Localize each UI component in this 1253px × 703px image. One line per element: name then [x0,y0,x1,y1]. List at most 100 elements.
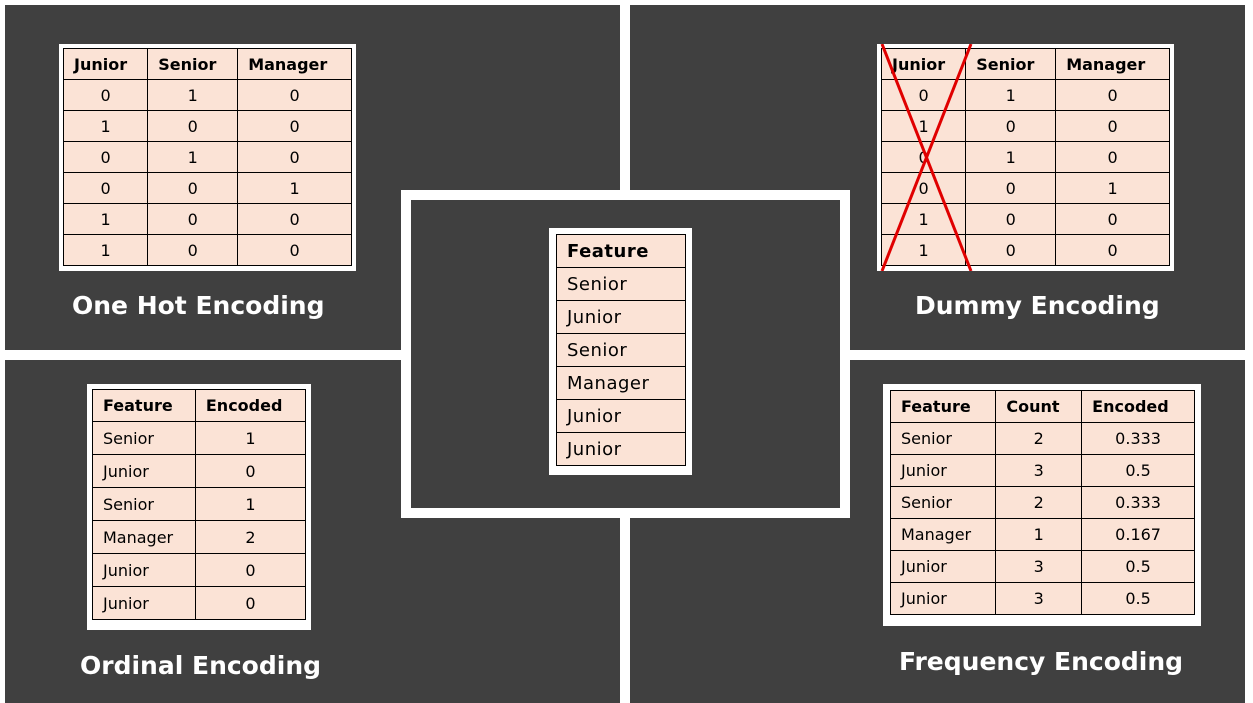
table-cell: 0 [1055,234,1170,266]
table-cell: 1 [62,234,149,266]
table-cell: Junior [92,454,196,488]
table-cell: 0 [194,553,307,587]
table-cell: 1 [62,203,149,235]
table-cell: 2 [995,422,1083,455]
table-cell: 0 [147,110,239,142]
ordinal-header-row: Feature Encoded [92,389,307,422]
table-cell: Senior [889,422,997,455]
table-cell: 1 [880,110,967,142]
table-cell: 0 [62,172,149,204]
table-cell: 1 [194,487,307,521]
table-cell: 1 [1055,172,1170,204]
table-cell: 2 [194,520,307,554]
table-header: Senior [147,48,239,80]
cross-line-2 [880,44,973,271]
table-cell: 0 [147,234,239,266]
table-cell: Junior [92,553,196,587]
feature-table-frame: Feature Senior Junior Senior Manager Jun… [549,228,692,475]
table-cell: 0 [147,172,239,204]
table-cell: 0 [1055,79,1170,111]
table-cell: Senior [889,486,997,519]
table-cell: Senior [92,487,196,521]
table-cell: 0.5 [1081,582,1195,615]
ordinal-title: Ordinal Encoding [80,651,322,680]
table-cell: 3 [995,550,1083,583]
table-cell: Junior [556,300,686,334]
table-cell: 3 [995,582,1083,615]
table-row: Senior [556,267,686,301]
dropped-column-cross [880,44,973,271]
table-cell: 0 [237,110,352,142]
table-cell: 0 [1055,110,1170,142]
table-cell: 0.333 [1081,422,1195,455]
table-cell: 0 [880,172,967,204]
table-cell: 0 [1055,141,1170,173]
table-cell: 1 [147,79,239,111]
table-cell: 0 [237,141,352,173]
table-cell: Senior [556,267,686,301]
table-cell: 1 [62,110,149,142]
table-cell: 0 [237,234,352,266]
table-cell: 0 [237,79,352,111]
feature-table: Feature Senior Junior Senior Manager Jun… [556,234,686,466]
dummy-title: Dummy Encoding [915,291,1160,320]
one-hot-header-row: Junior Senior Manager [62,48,352,80]
table-cell: 0 [62,141,149,173]
table-cell: 0.167 [1081,518,1195,551]
one-hot-title: One Hot Encoding [72,291,325,320]
table-row: Junior [556,300,686,334]
table-cell: 0 [194,454,307,488]
table-cell: 0 [237,203,352,235]
table-cell: 2 [995,486,1083,519]
table-cell: Junior [556,399,686,433]
table-row: Junior [556,432,686,466]
table-cell: 0 [965,110,1057,142]
table-cell: 0.5 [1081,550,1195,583]
table-cell: 1 [965,79,1057,111]
table-row: Senior [556,333,686,367]
table-cell: Junior [889,454,997,487]
feature-header-row: Feature [556,234,686,268]
table-cell: Junior [889,582,997,615]
frequency-title: Frequency Encoding [899,647,1184,676]
table-cell: 1 [965,141,1057,173]
table-cell: 3 [995,454,1083,487]
table-cell: 0 [147,203,239,235]
table-header: Manager [1055,48,1170,80]
table-cell: 0 [194,586,307,620]
table-header: Manager [237,48,352,80]
table-cell: 1 [194,421,307,455]
table-header: Feature [92,389,196,422]
table-cell: 1 [237,172,352,204]
table-cell: Manager [889,518,997,551]
table-cell: 0.5 [1081,454,1195,487]
table-header: Feature [556,234,686,268]
table-cell: Senior [92,421,196,455]
table-header: Senior [965,48,1057,80]
table-cell: 0 [62,79,149,111]
table-cell: 0.333 [1081,486,1195,519]
table-header: Count [995,390,1083,423]
